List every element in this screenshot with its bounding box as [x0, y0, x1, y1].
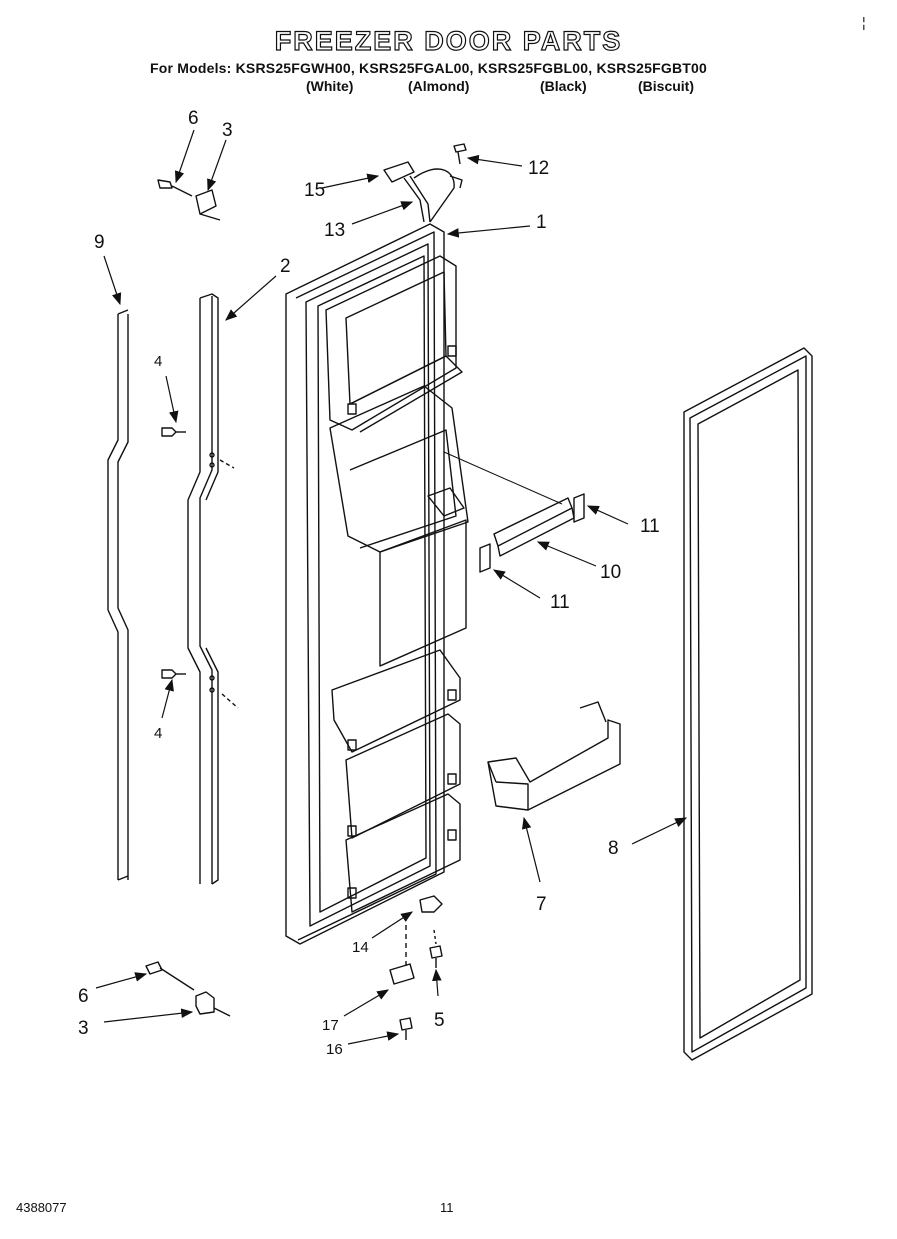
callout-4-upper: 4 — [154, 353, 162, 370]
part-8-gasket — [683, 347, 813, 1061]
part-5-screw — [429, 929, 443, 968]
color-black: (Black) — [540, 78, 587, 94]
callout-6-top: 6 — [188, 108, 199, 129]
callout-9: 9 — [94, 232, 105, 253]
part-16-screw — [399, 1017, 413, 1040]
corner-mark: ¦ — [862, 14, 866, 30]
part-7-bin — [487, 701, 621, 811]
part-15-connector — [383, 161, 431, 223]
callout-17: 17 — [322, 1017, 339, 1034]
part-11-cap-upper — [573, 493, 585, 523]
color-white: (White) — [306, 78, 354, 94]
leader-lines — [95, 129, 688, 1045]
part-17-bracket — [389, 963, 415, 985]
hinge-3-top — [195, 189, 221, 221]
page-number: 11 — [440, 1200, 454, 1215]
part-13-harness — [413, 168, 463, 223]
callout-11-lower: 11 — [550, 592, 570, 613]
models-line: For Models: KSRS25FGWH00, KSRS25FGAL00, … — [150, 60, 707, 76]
part-1-door-liner — [285, 223, 469, 945]
part-9-strip — [107, 309, 129, 881]
callout-4-lower: 4 — [154, 725, 162, 742]
document-number: 4388077 — [16, 1200, 67, 1215]
callout-3-bottom: 3 — [78, 1018, 89, 1039]
callout-11-upper: 11 — [640, 516, 660, 537]
callout-13: 13 — [324, 220, 345, 241]
callout-7: 7 — [536, 894, 547, 915]
screw-4-upper — [161, 427, 186, 437]
callout-2: 2 — [280, 256, 291, 277]
screw-6-bottom — [145, 961, 195, 991]
screw-6-top — [157, 179, 193, 197]
callout-10: 10 — [600, 562, 621, 583]
screw-4-lower — [161, 669, 186, 679]
part-10-slide — [443, 451, 575, 557]
callout-12: 12 — [528, 158, 549, 179]
callout-1: 1 — [536, 212, 547, 233]
callout-14: 14 — [352, 939, 369, 956]
color-almond: (Almond) — [408, 78, 470, 94]
page-title: FREEZER DOOR PARTS — [274, 25, 623, 56]
part-14-hinge-pin — [405, 895, 443, 970]
part-11-cap-lower — [479, 543, 491, 573]
color-biscuit: (Biscuit) — [638, 78, 694, 94]
hinge-3-bottom — [195, 991, 231, 1017]
callout-6-bottom: 6 — [78, 986, 89, 1007]
callout-5: 5 — [434, 1010, 445, 1031]
callout-15: 15 — [304, 180, 325, 201]
part-12-screw — [453, 143, 467, 165]
callout-8: 8 — [608, 838, 619, 859]
part-2-handle-trim — [187, 293, 239, 885]
callout-3-top: 3 — [222, 120, 233, 141]
callout-16: 16 — [326, 1041, 343, 1058]
